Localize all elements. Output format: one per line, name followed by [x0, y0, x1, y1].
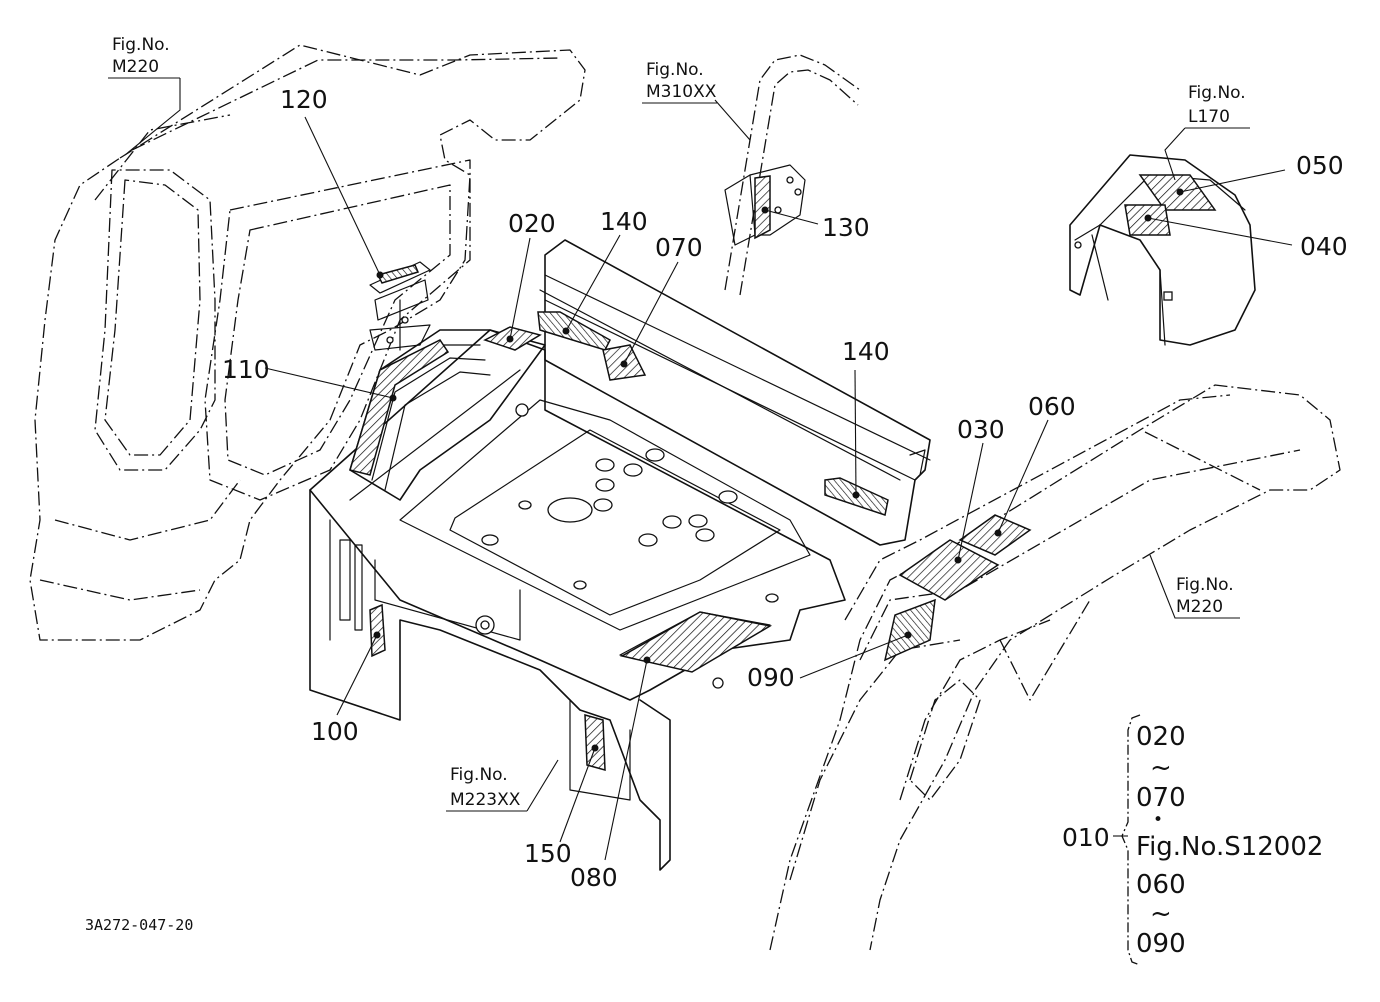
- kit-line-070: 070: [1136, 783, 1186, 813]
- seat-base-body: [309, 239, 931, 871]
- callout-080: 080: [570, 863, 618, 892]
- decal-140a: [537, 311, 611, 351]
- decal-090: [883, 598, 936, 662]
- kit-line-060: 060: [1136, 870, 1186, 900]
- kit-line-020: 020: [1136, 722, 1186, 752]
- kit-dot: •: [1153, 810, 1163, 830]
- fig-ref-label: Fig.No.: [1176, 575, 1234, 595]
- fig-ref-value: M220: [1176, 597, 1223, 617]
- kit-tilde-1: ~: [1150, 753, 1172, 783]
- callout-140-right: 140: [842, 337, 890, 366]
- lever-phantom: [724, 54, 861, 296]
- decal-030: [898, 539, 1000, 601]
- decal-120: [376, 264, 420, 284]
- fig-ref-value: M223XX: [450, 790, 521, 810]
- callout-120: 120: [280, 85, 328, 114]
- fig-ref-right-fender: Fig.No. M220: [1176, 575, 1234, 617]
- right-fender-phantom: [769, 384, 1341, 951]
- decal-100: [369, 603, 386, 658]
- decal-060: [958, 514, 1032, 556]
- callout-100: 100: [311, 717, 359, 746]
- callout-070: 070: [655, 233, 703, 262]
- kit-tilde-2: ~: [1150, 899, 1172, 929]
- left-fender-phantom: [29, 44, 586, 641]
- fig-ref-seat-base: Fig.No. M223XX: [446, 765, 527, 812]
- callout-060: 060: [1028, 392, 1076, 421]
- callout-130: 130: [822, 213, 870, 242]
- fig-ref-cover: Fig.No. L170: [1188, 83, 1246, 127]
- fig-ref-value: L170: [1188, 107, 1230, 127]
- cover-l170: [1069, 154, 1256, 346]
- fig-ref-label: Fig.No.: [450, 765, 508, 785]
- decal-110: [349, 339, 450, 476]
- kit-bracket-010: 020 ~ 070 • Fig.No.S12002 060 ~ 090: [1113, 714, 1323, 966]
- callout-010: 010: [1062, 823, 1110, 852]
- callout-140-top: 140: [600, 207, 648, 236]
- fig-ref-lever: Fig.No. M310XX: [642, 60, 717, 104]
- callout-020: 020: [508, 209, 556, 238]
- callout-030: 030: [957, 415, 1005, 444]
- drawing-number: 3A272-047-20: [85, 916, 193, 934]
- callout-numbers: 120 110 020 140 070 130 140 050 040 030 …: [222, 85, 1348, 892]
- decal-130: [754, 175, 771, 240]
- decals: [349, 174, 1217, 771]
- callout-110: 110: [222, 355, 270, 384]
- callout-050: 050: [1296, 151, 1344, 180]
- fig-ref-left-fender: Fig.No. M220: [108, 35, 180, 79]
- callout-040: 040: [1300, 232, 1348, 261]
- fig-ref-value: M310XX: [646, 82, 717, 102]
- fig-ref-value: M220: [112, 57, 159, 77]
- fig-ref-label: Fig.No.: [112, 35, 170, 55]
- callout-150: 150: [524, 839, 572, 868]
- kit-line-fig: Fig.No.S12002: [1136, 832, 1323, 862]
- decal-080: [619, 611, 773, 673]
- decal-150: [584, 714, 606, 771]
- fig-ref-label: Fig.No.: [1188, 83, 1246, 103]
- fig-ref-label: Fig.No.: [646, 60, 704, 80]
- kit-line-090: 090: [1136, 929, 1186, 959]
- leader-lines: [124, 78, 1293, 861]
- callout-090: 090: [747, 663, 795, 692]
